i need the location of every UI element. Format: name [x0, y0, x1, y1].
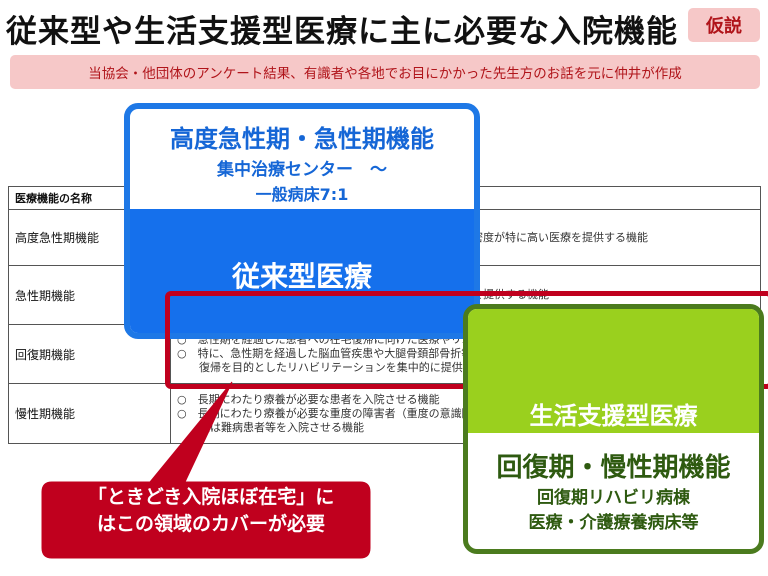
- traditional-care-label: 従来型医療: [231, 260, 372, 293]
- acute-care-subtitle-1: 集中治療センター ～: [217, 160, 387, 180]
- life-support-fill-area: [468, 309, 759, 433]
- acute-care-subtitle-2: 一般病床7:1: [255, 185, 349, 204]
- callout-line-1: 「ときどき入院ほぼ在宅」に: [87, 486, 335, 508]
- life-support-care-label: 生活支援型医療: [529, 402, 698, 430]
- recovery-chronic-title: 回復期・慢性期機能: [496, 453, 731, 483]
- page-title: 従来型や生活支援型医療に主に必要な入院機能: [6, 14, 678, 50]
- acute-care-title: 高度急性期・急性期機能: [170, 125, 434, 153]
- callout-text: 「ときどき入院ほぼ在宅」に はこの領域のカバーが必要: [52, 484, 370, 538]
- source-note-banner: 当協会・他団体のアンケート結果、有識者や各地でお目にかかった先生方のお話を元に仲…: [10, 55, 760, 89]
- function-name-cell: 慢性期機能: [8, 383, 171, 444]
- acute-care-fill-area: [130, 209, 474, 333]
- acute-care-box: 高度急性期・急性期機能 集中治療センター ～ 一般病床7:1 従来型医療: [124, 103, 480, 339]
- life-support-care-box: 生活支援型医療 回復期・慢性期機能 回復期リハビリ病棟 医療・介護療養病床等: [463, 304, 764, 554]
- callout-line-2: はこの領域のカバーが必要: [96, 513, 325, 535]
- hypothesis-badge: 仮説: [688, 8, 760, 42]
- recovery-chronic-subtitle-1: 回復期リハビリ病棟: [537, 488, 690, 508]
- recovery-chronic-subtitle-2: 医療・介護療養病床等: [528, 513, 699, 533]
